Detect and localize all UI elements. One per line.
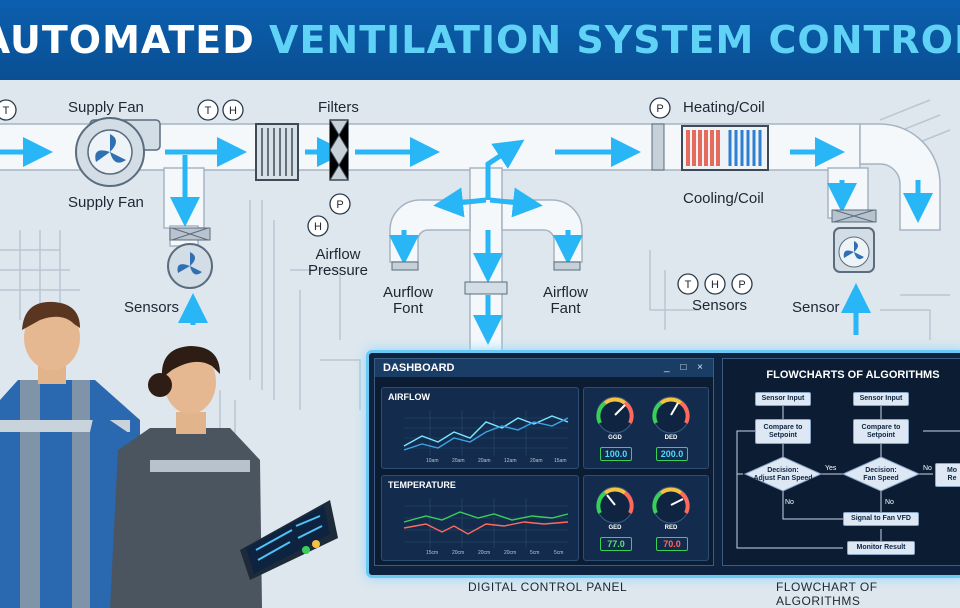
decision-diamond [841, 456, 921, 492]
filters [255, 119, 349, 181]
circuit-lines [0, 99, 951, 480]
airflow-font-label: Aurflow Font [383, 284, 434, 317]
dashboard-window: DASHBOARD _ □ × AIRFLOW 10am 20am 20am 1… [374, 358, 714, 566]
temperature-tick: 5cm [530, 550, 540, 556]
temperature-title: TEMPERATURE [388, 480, 456, 490]
supply-fan [75, 117, 161, 187]
sensors-left-label: Sensors [124, 299, 180, 316]
airflow-tick: 20am [530, 458, 543, 464]
gauge-label: GGD [608, 435, 622, 441]
temperature-chart [403, 498, 569, 548]
svg-text:P: P [656, 103, 663, 115]
title-part-2: VENTILATION SYSTEM CONTROL [269, 18, 960, 62]
gauge-value: 70.0 [656, 537, 688, 551]
filters-label: Filters [318, 99, 359, 116]
airflow-tick: 15am [554, 458, 567, 464]
svg-text:H: H [229, 105, 237, 117]
airflow-pressure-label: Airflow Pressure [308, 246, 369, 279]
yes-label: Yes [825, 465, 837, 472]
svg-text:P: P [738, 279, 745, 291]
sensor-letters: T T H P H P T H P [3, 103, 746, 291]
airflow-fant-label: Airflow Fant [543, 284, 589, 317]
airflow-chart [403, 410, 569, 456]
svg-text:H: H [314, 221, 322, 233]
airflow-card: AIRFLOW 10am 20am 20am 12am 20am 15am [381, 387, 579, 469]
dashboard-title: DASHBOARD [375, 359, 713, 377]
gauge-value: 100.0 [600, 447, 632, 461]
gauge-dial [596, 396, 634, 434]
technician-man [0, 301, 210, 608]
svg-text:H: H [711, 279, 719, 291]
sensor-input-node: Sensor Input [755, 392, 811, 406]
decision-label: Decision: Fan Speed [863, 467, 899, 482]
gauge-label: GED [608, 525, 622, 531]
cooling-coil-label: Cooling/Coil [683, 190, 764, 207]
temperature-card: TEMPERATURE 15cm 20cm 20cm 20cm 5cm 5cm [381, 475, 579, 561]
temperature-tick: 20cm [478, 550, 491, 556]
airflow-tick: 12am [504, 458, 517, 464]
heating-coil-label: Heating/Coil [683, 99, 765, 116]
window-controls[interactable]: _ □ × [664, 362, 707, 373]
sensor-fan [167, 227, 213, 289]
title-part-1: AUTOMATED [0, 18, 255, 62]
gauge-label: DED [664, 435, 678, 441]
heating-cooling-coil [681, 125, 769, 171]
flowchart-connectors [736, 406, 960, 549]
title-banner: AUTOMATED VENTILATION SYSTEM CONTROL [0, 0, 960, 80]
supply-fan-label-top: Supply Fan [68, 99, 144, 116]
temperature-tick: 20cm [452, 550, 465, 556]
panel-caption: DIGITAL CONTROL PANEL [468, 580, 628, 594]
no-label: No [923, 465, 932, 472]
no-label: No [785, 499, 794, 506]
flowchart-caption: FLOWCHART OF ALGORITHMS [776, 580, 878, 608]
sensor-circles [0, 97, 753, 295]
svg-text:T: T [205, 105, 212, 117]
temperature-tick: 20cm [504, 550, 517, 556]
decision-label: Decision: Adjust Fan Speed [753, 467, 813, 482]
gauge-dial [652, 396, 690, 434]
airflow-title: AIRFLOW [388, 392, 430, 402]
flow-arrows [0, 137, 933, 345]
airflow-tick: 20am [452, 458, 465, 464]
svg-text:T: T [3, 105, 10, 117]
airflow-tick: 20am [478, 458, 491, 464]
temperature-tick: 5cm [554, 550, 564, 556]
gauge-value: 200.0 [656, 447, 688, 461]
svg-text:T: T [685, 279, 692, 291]
damper [391, 123, 665, 295]
gauge-value: 77.0 [600, 537, 632, 551]
technician-woman [110, 346, 338, 608]
sensor-input-node: Sensor Input [853, 392, 909, 406]
sensor-label: Sensor [792, 299, 840, 316]
compare-node: Compare to Setpoint [755, 419, 811, 444]
gauge-label: RED [664, 525, 678, 531]
flowchart-title: FLOWCHARTS OF ALGORITHMS [766, 369, 940, 381]
gauges [596, 396, 690, 524]
temperature-tick: 15cm [426, 550, 439, 556]
partial-node: Mo Re [935, 463, 960, 487]
gauge-dial [596, 486, 634, 524]
monitor-node: Monitor Result [847, 541, 915, 555]
airflow-tick: 10am [426, 458, 439, 464]
compare-node: Compare to Setpoint [853, 419, 909, 444]
signal-node: Signal to Fan VFD [843, 512, 919, 526]
no-label: No [885, 499, 894, 506]
flowchart-window: FLOWCHARTS OF ALGORITHMS Sensor Input Se… [722, 358, 960, 566]
sensors-right-label: Sensors [692, 297, 748, 314]
decision-diamond [743, 456, 823, 492]
supply-fan-label-bottom: Supply Fan [68, 194, 144, 211]
right-fan [831, 209, 877, 273]
gauge-dial [652, 486, 690, 524]
svg-text:P: P [336, 199, 343, 211]
duct-diagram: T T H P H P T H P [0, 97, 951, 608]
